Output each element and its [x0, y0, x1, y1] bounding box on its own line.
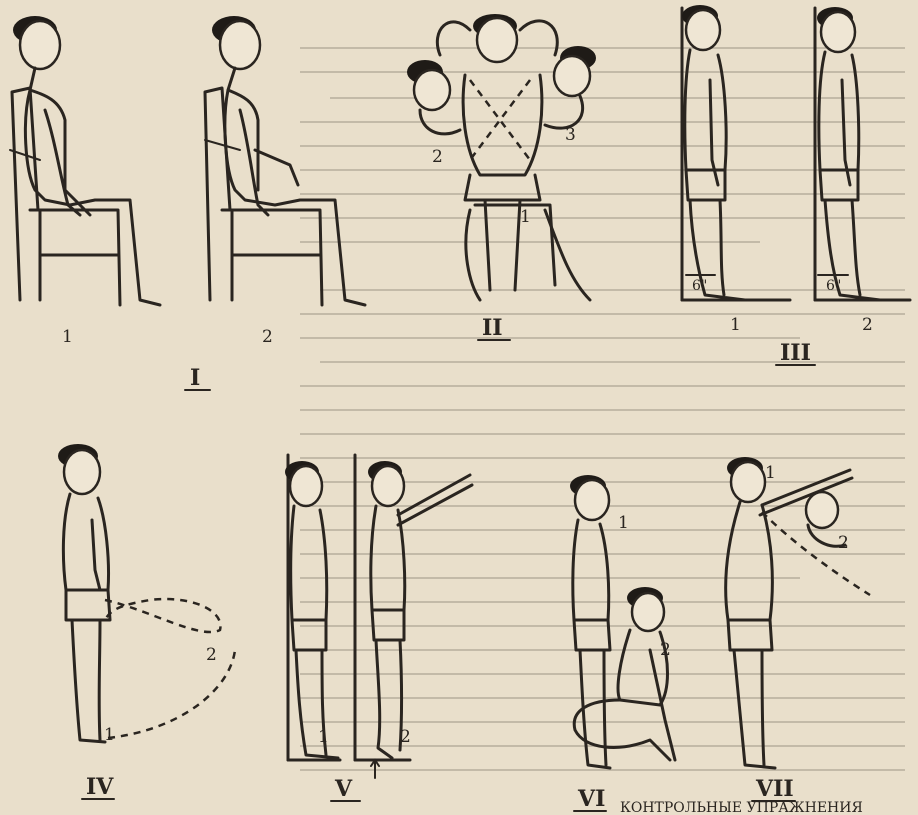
figure-iv-numeral: IV [86, 774, 114, 800]
figure-ii-numeral: II [482, 315, 503, 341]
figure-iii-label-2: 2 [862, 315, 873, 335]
figure-vi-label-2: 2 [660, 640, 671, 660]
figure-i-numeral: I [190, 365, 200, 391]
figure-vi-squat: 1 2 VI [570, 475, 675, 812]
figure-iii-numeral: III [780, 340, 811, 366]
figure-vii-label-2: 2 [838, 533, 849, 553]
figure-v-label-2: 2 [400, 727, 411, 747]
figure-vi-label-1: 1 [618, 513, 629, 533]
figure-ii-label-1: 1 [520, 207, 531, 227]
figure-iii-measure-2: 6" [826, 278, 841, 294]
figure-iv-leg-swing: 2 1 IV [58, 444, 235, 800]
figure-v-numeral: V [334, 776, 353, 802]
figure-iii-label-1: 1 [730, 315, 741, 335]
figure-iv-label-2: 2 [206, 645, 217, 665]
figure-iv-label-1: 1 [104, 725, 115, 745]
figure-iii-wall-stand: 6" 6" 1 2 III [682, 5, 910, 366]
bottom-text: КОНТРОЛЬНЫЕ УПРАЖНЕНИЯ [620, 800, 863, 815]
figure-vi-numeral: VI [577, 786, 605, 812]
figure-vii-label-1: 1 [765, 463, 776, 483]
figure-vii-numeral: VII [755, 776, 794, 802]
figure-v-toe-raise: 1 2 V [285, 455, 472, 802]
figure-vii-arm-circles: 1 2 VII [726, 457, 870, 802]
figure-v-label-1: 1 [318, 727, 329, 747]
figure-i-label-2: 2 [262, 327, 273, 347]
figure-ii-label-2: 2 [432, 147, 443, 167]
figure-i-label-1: 1 [62, 327, 73, 347]
figure-ii-label-3: 3 [565, 125, 576, 145]
figure-ii-torso-twist: 2 3 1 II [407, 14, 596, 341]
figure-iii-measure-1: 6" [692, 278, 707, 294]
